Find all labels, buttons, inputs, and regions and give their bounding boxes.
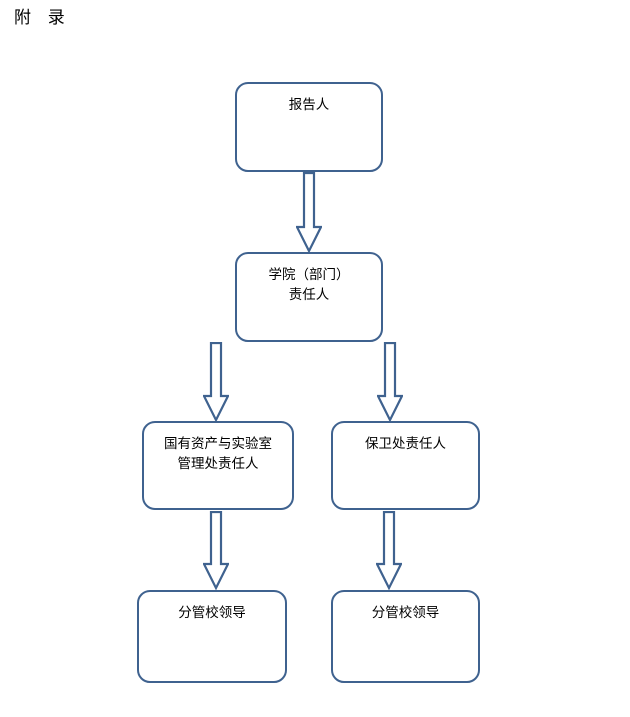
page-title: 附 录: [14, 8, 67, 28]
node-asset-lab-officer-label: 国有资产与实验室 管理处责任人: [164, 436, 272, 472]
node-college-officer[interactable]: 学院（部门） 责任人: [235, 252, 383, 342]
node-reporter-label: 报告人: [288, 97, 330, 113]
down-block-arrow-icon: [376, 511, 402, 590]
node-school-leader-right[interactable]: 分管校领导: [331, 590, 480, 683]
node-security-officer-label: 保卫处责任人: [365, 436, 446, 452]
node-school-leader-right-label: 分管校领导: [371, 605, 440, 621]
down-block-arrow-icon: [377, 342, 403, 422]
connector-security-officer-to-school-leader-right: [376, 511, 402, 590]
down-block-arrow-icon: [203, 511, 229, 590]
down-block-arrow-icon: [296, 172, 322, 253]
node-security-officer[interactable]: 保卫处责任人: [331, 421, 480, 510]
connector-reporter-to-college-officer: [296, 172, 322, 253]
connector-asset-lab-officer-to-school-leader-left: [203, 511, 229, 590]
node-asset-lab-officer[interactable]: 国有资产与实验室 管理处责任人: [142, 421, 294, 510]
node-reporter[interactable]: 报告人: [235, 82, 383, 172]
node-college-officer-label: 学院（部门） 责任人: [268, 267, 350, 303]
connector-college-officer-to-asset-lab-officer: [203, 342, 229, 422]
node-school-leader-left[interactable]: 分管校领导: [137, 590, 287, 683]
connector-college-officer-to-security-officer: [377, 342, 403, 422]
down-block-arrow-icon: [203, 342, 229, 422]
node-school-leader-left-label: 分管校领导: [178, 605, 246, 621]
